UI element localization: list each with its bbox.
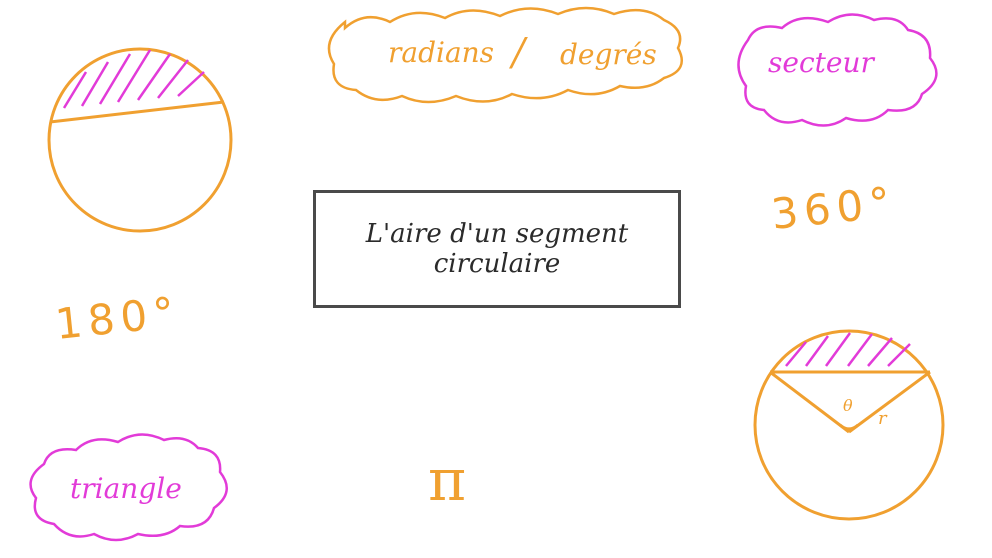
title-line-2: circulaire xyxy=(433,249,561,279)
pi-symbol: π xyxy=(428,446,467,514)
title-line-1: L'aire d'un segment xyxy=(365,219,629,249)
title-box: L'aire d'un segment circulaire xyxy=(313,190,681,308)
cloud-secteur xyxy=(737,13,938,127)
segment-circle-right xyxy=(753,329,945,521)
degres-label: degrés xyxy=(560,38,657,71)
secteur-label: secteur xyxy=(768,46,874,79)
radians-label: radians xyxy=(388,36,495,69)
segment-circle-left xyxy=(47,47,233,233)
radius-label: r xyxy=(878,408,887,429)
segment-hatching-left xyxy=(62,49,205,109)
theta-label: θ xyxy=(843,396,853,415)
cloud-triangle xyxy=(29,433,228,542)
cloud-radians-degres xyxy=(327,6,683,104)
slash-label: / xyxy=(512,30,525,74)
triangle-label: triangle xyxy=(70,472,182,505)
segment-hatching-right xyxy=(785,332,911,367)
